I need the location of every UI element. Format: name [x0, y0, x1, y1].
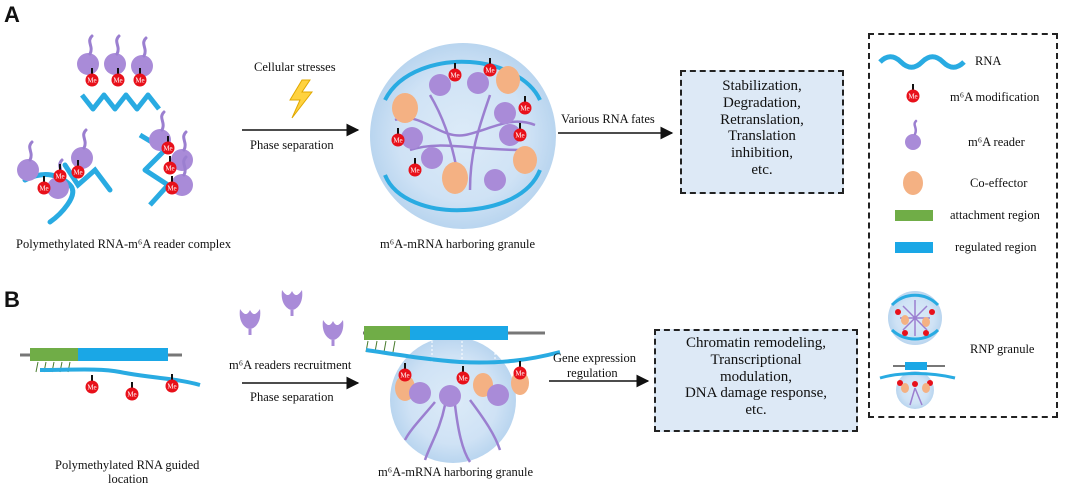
outcome-item: Chromatin remodeling,	[686, 335, 826, 351]
outcome-item: Transcriptional	[710, 351, 802, 368]
granule-caption-a: m⁶A-mRNA harboring granule	[380, 237, 536, 251]
stress-label: Cellular stresses	[254, 60, 336, 74]
complex-right	[138, 110, 195, 207]
legend-m6a-label: m⁶A modification	[950, 90, 1040, 104]
gene-outcomes-box: Chromatin remodeling, Transcriptional mo…	[654, 329, 858, 432]
recruit-label: m⁶A readers recruitment	[229, 358, 352, 372]
legend-rnp-label: RNP granule	[970, 342, 1035, 356]
panel-label-b: B	[4, 287, 20, 312]
fates-arrow-label: Various RNA fates	[561, 112, 655, 126]
outcome-item: etc.	[745, 402, 767, 419]
fate-item: etc.	[751, 161, 773, 178]
panel-label-a: A	[4, 2, 20, 27]
legend-regulated-label: regulated region	[955, 240, 1037, 254]
rna-guided-location	[20, 348, 201, 402]
granule-a	[370, 43, 556, 229]
rna-fates-box: Stabilization, Degradation, Retranslatio…	[680, 70, 844, 194]
legend-coeffector-label: Co-effector	[970, 176, 1028, 190]
legend-artwork	[878, 54, 966, 409]
legend-attachment-label: attachment region	[950, 208, 1040, 222]
guided-caption-2: location	[108, 472, 149, 485]
legend-rna-label: RNA	[975, 54, 1002, 68]
guided-caption-1: Polymethylated RNA guided	[55, 458, 200, 472]
complex-caption: Polymethylated RNA-m⁶A reader complex	[16, 237, 232, 251]
phase-label-b: Phase separation	[250, 390, 334, 404]
free-readers	[238, 288, 345, 348]
fate-item: Translation	[728, 128, 796, 145]
complex-left	[15, 128, 113, 225]
fate-item: Stabilization,	[722, 78, 802, 94]
lightning-icon	[289, 79, 314, 119]
legend-box	[868, 33, 1058, 418]
outcome-item: DNA damage response,	[684, 385, 828, 402]
fate-item: Degradation,	[723, 94, 801, 111]
phase-label-a: Phase separation	[250, 138, 334, 152]
gene-arrow-label-2: regulation	[567, 366, 618, 380]
legend-reader-label: m⁶A reader	[968, 135, 1025, 149]
granule-caption-b: m⁶A-mRNA harboring granule	[378, 465, 534, 479]
outcome-item: modulation,	[719, 368, 793, 385]
gene-arrow-label-1: Gene expression	[553, 351, 636, 365]
fate-item: Retranslation,	[720, 111, 804, 128]
fate-item: inhibition,	[730, 145, 794, 162]
granule-b	[363, 326, 561, 463]
complex-top	[75, 34, 161, 112]
